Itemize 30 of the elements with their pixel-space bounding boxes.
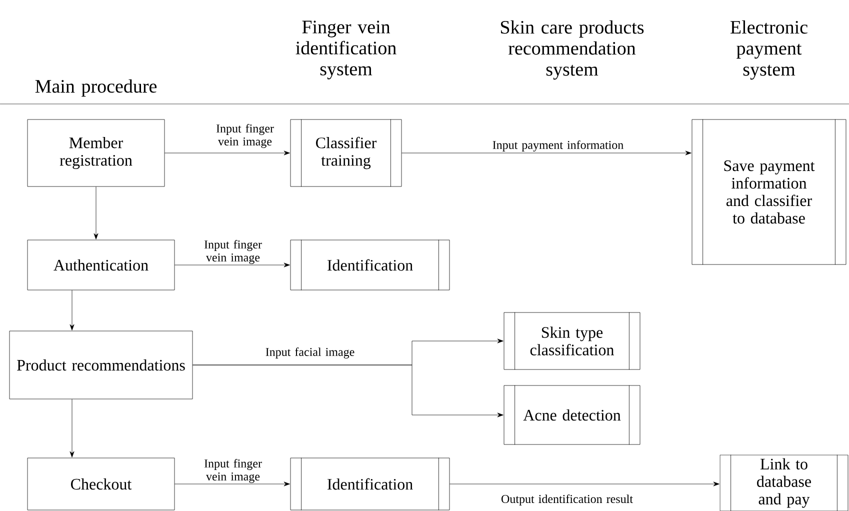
column-heading: Skin care products recommendation system xyxy=(501,20,644,80)
subprocess-box: Acne detection xyxy=(504,385,640,445)
process-box: Product recommendations xyxy=(9,330,193,400)
arrow xyxy=(70,399,74,458)
edge-label: Input finger vein image xyxy=(216,124,274,148)
column-heading: Electronic payment system xyxy=(730,20,808,80)
arrow xyxy=(94,186,98,240)
process-box: Member registration xyxy=(27,119,165,187)
arrow xyxy=(70,290,74,330)
arrow xyxy=(402,150,692,156)
process-box: Checkout xyxy=(27,458,175,510)
subprocess-box: Link to database and pay xyxy=(720,454,848,511)
subprocess-box: Skin type classification xyxy=(504,312,640,370)
subprocess-box: Classifier training xyxy=(290,119,402,187)
arrow xyxy=(164,150,290,156)
edge-label: Input payment information xyxy=(492,140,624,152)
subprocess-box: Save payment information and classifier to database xyxy=(692,119,846,265)
arrow xyxy=(450,482,720,486)
edge-label: Input facial image xyxy=(266,347,354,358)
edge-label: Input finger vein image xyxy=(204,240,262,264)
edge-label: Input finger vein image xyxy=(204,458,262,483)
column-heading: Finger vein identification system xyxy=(296,20,396,80)
process-box: Authentication xyxy=(27,240,175,290)
edge-label: Output identification result xyxy=(502,494,633,506)
subprocess-box: Identification xyxy=(290,240,450,290)
column-heading: Main procedure xyxy=(35,79,157,97)
arrow xyxy=(192,364,504,418)
arrow xyxy=(174,482,290,486)
arrow xyxy=(174,262,290,268)
subprocess-box: Identification xyxy=(290,458,450,510)
